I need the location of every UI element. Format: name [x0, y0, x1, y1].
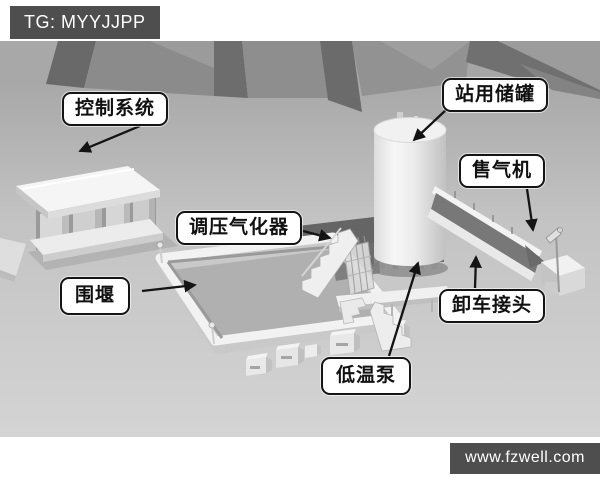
label-station-storage-tank: 站用储罐: [442, 78, 549, 112]
arrow-bund: [141, 279, 197, 293]
label-cryogenic-pump: 低温泵: [321, 357, 412, 395]
arrow-unloading: [469, 255, 482, 289]
dispenser-island: [427, 186, 545, 281]
control-building: [16, 166, 178, 270]
arrow-gas-dispenser: [525, 188, 538, 232]
vaporizer-unit: [343, 235, 375, 296]
watermark-top-left: TG: MYYJJPP: [10, 6, 160, 40]
lamp-poles: [156, 241, 216, 345]
watermark-bottom-right: www.fzwell.com: [450, 443, 600, 474]
label-gas-dispenser: 售气机: [459, 154, 546, 188]
label-bund-wall: 围堰: [60, 277, 131, 315]
storage-tank: [368, 112, 448, 277]
arrow-vaporizer: [302, 229, 332, 242]
arrow-station-tank: [412, 108, 448, 142]
arrow-cryo-pump: [387, 261, 421, 357]
left-corner-block: [0, 238, 26, 282]
back-wall: [0, 41, 600, 112]
callout-arrows: [78, 108, 538, 357]
staircase-main: [301, 227, 359, 299]
unloading-station: [541, 227, 585, 296]
label-unloading-connector: 卸车接头: [439, 289, 546, 323]
arrow-control-system: [78, 124, 141, 153]
label-vaporizer: 调压气化器: [176, 211, 303, 245]
staircase-lower: [339, 297, 412, 352]
label-control-system: 控制系统: [62, 92, 169, 126]
